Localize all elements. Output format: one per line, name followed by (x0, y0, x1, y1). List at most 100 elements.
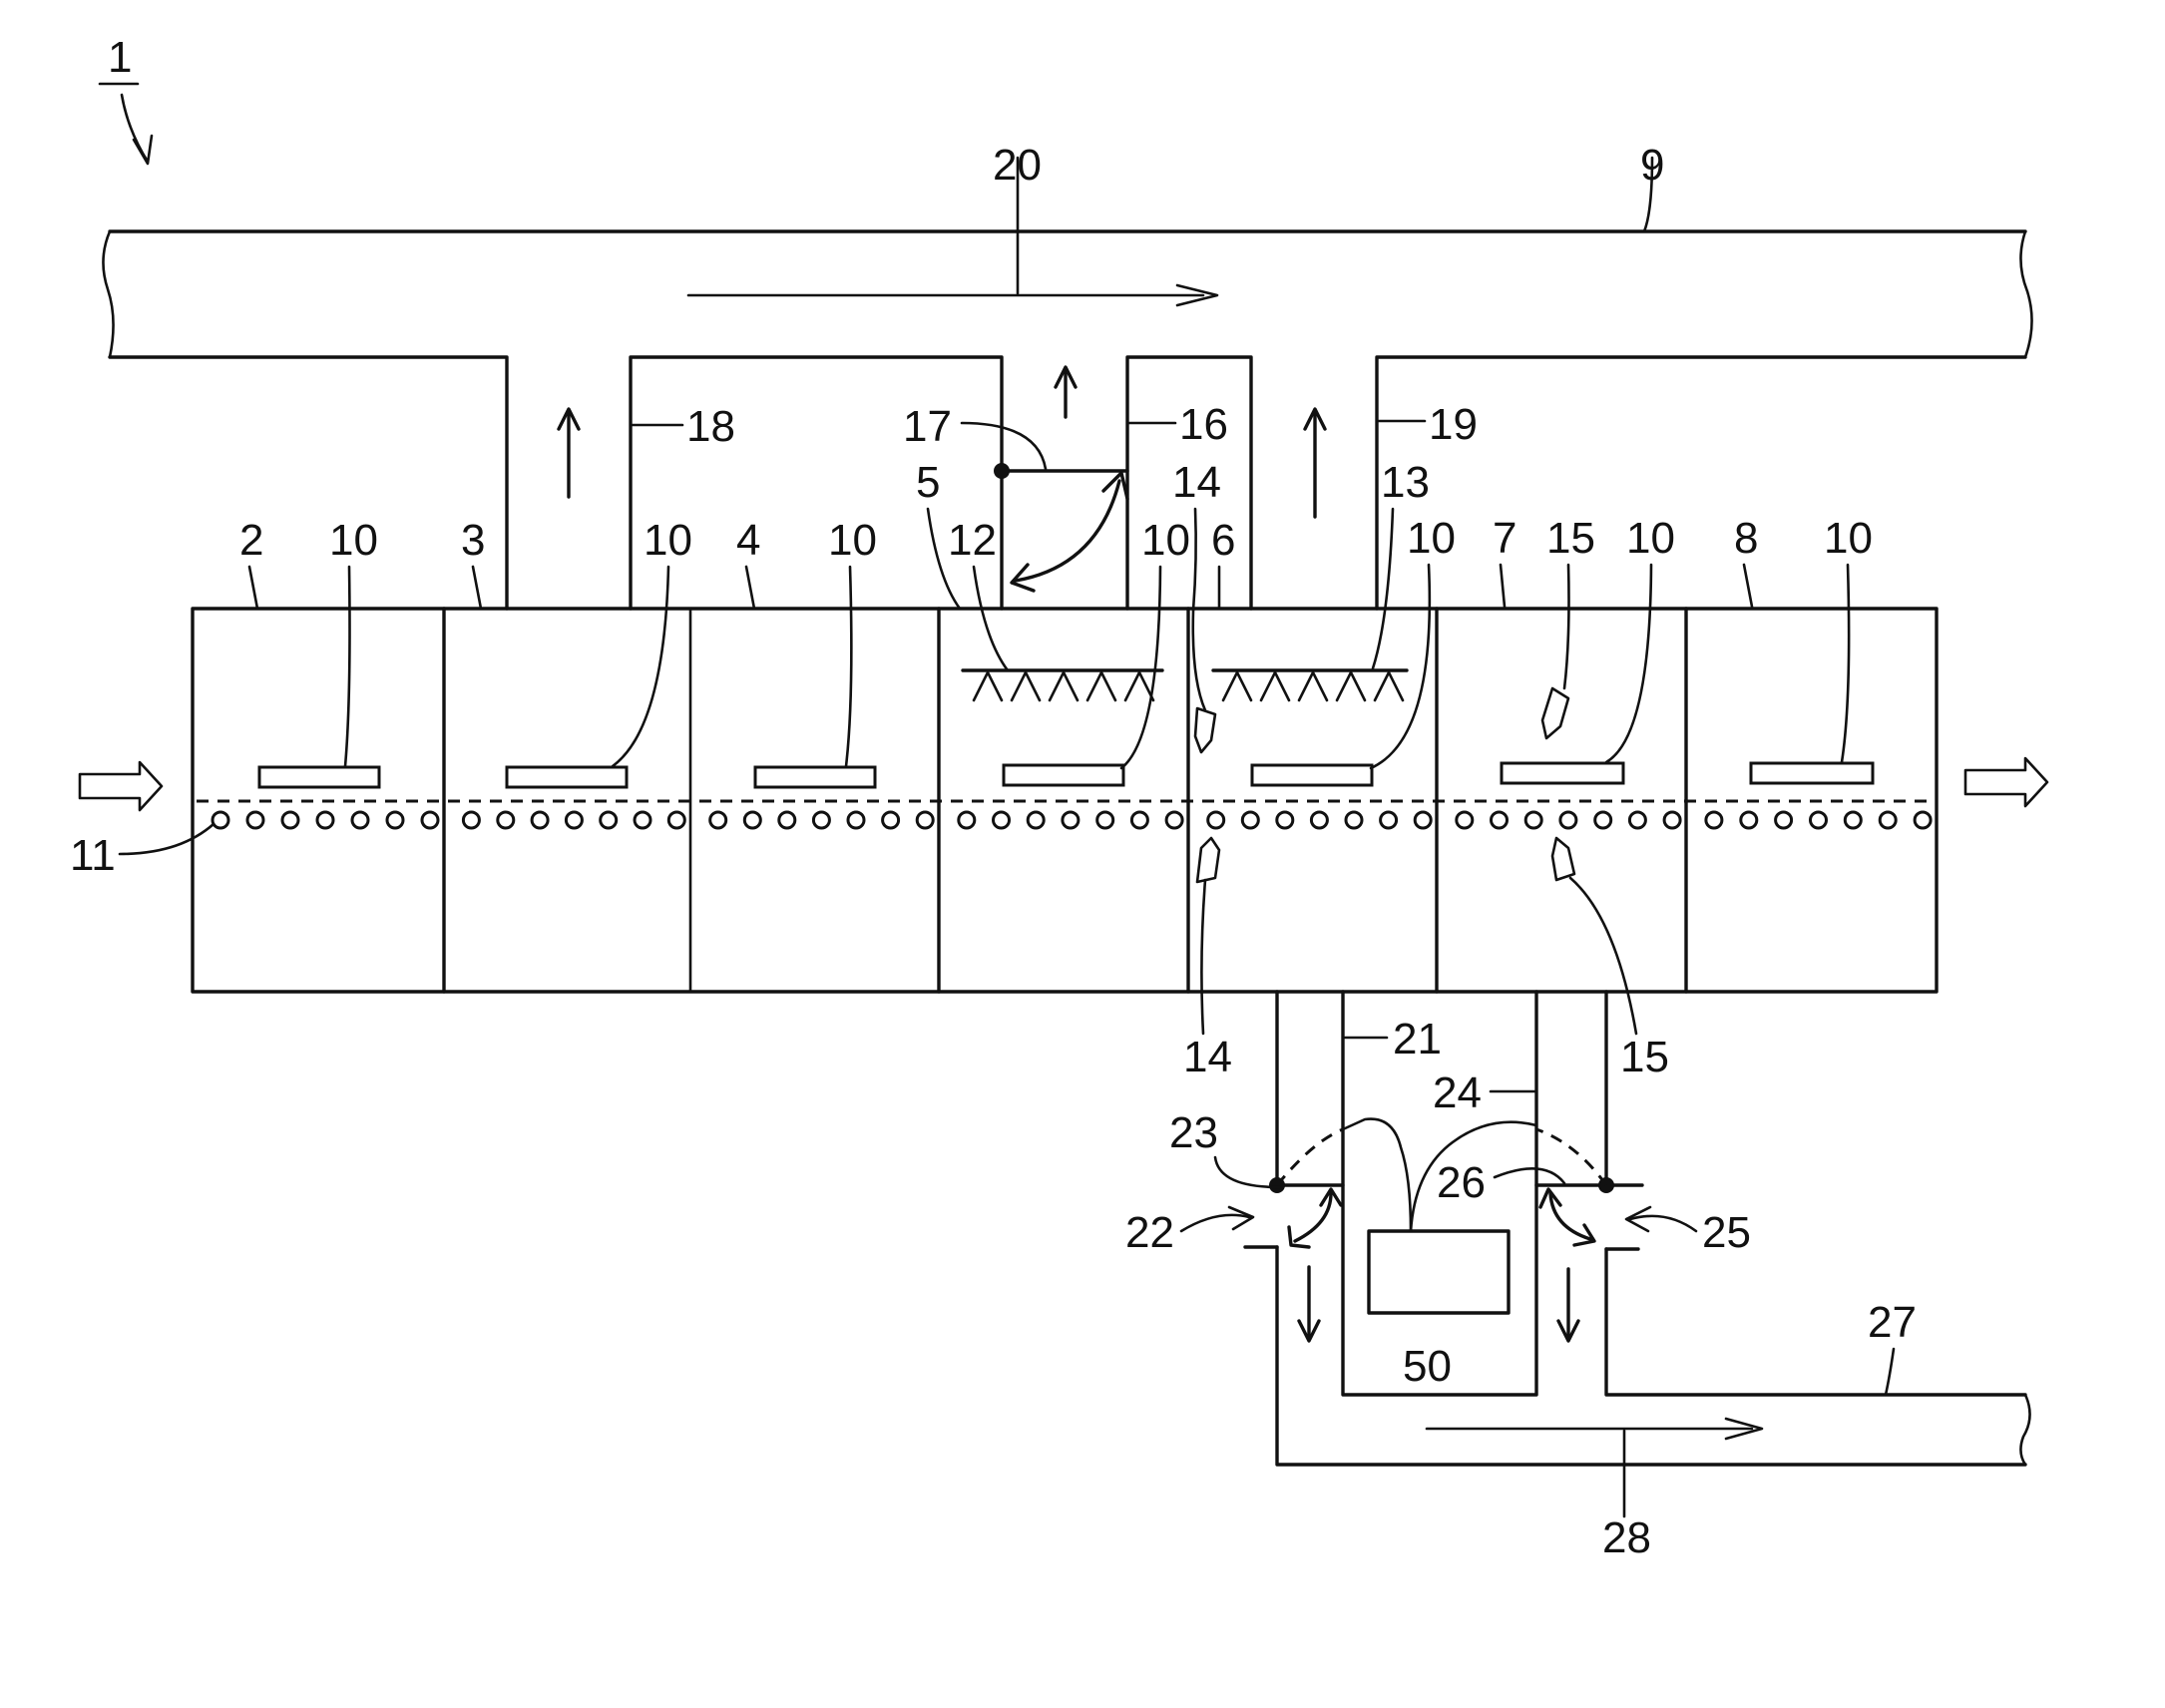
roller-6-4 (1560, 812, 1576, 828)
nozzle-15-upper (1542, 688, 1568, 738)
manifold-13-nozzle-1 (1223, 672, 1251, 700)
roller-5-7 (1415, 812, 1431, 828)
leader-11 (120, 824, 214, 854)
label-18: 18 (686, 402, 735, 451)
label-10-5: 10 (1407, 514, 1456, 563)
manifold-12-nozzle-1 (974, 672, 1002, 700)
roller-4-3 (1028, 812, 1044, 828)
label-12: 12 (948, 516, 997, 565)
leader-14-bottom (1201, 880, 1205, 1034)
label-20: 20 (993, 141, 1042, 190)
label-23: 23 (1169, 1108, 1218, 1157)
label-19: 19 (1429, 400, 1478, 449)
label-10-6: 10 (1626, 514, 1675, 563)
label-zone-7: 7 (1493, 514, 1516, 563)
workpiece-zone-6 (1252, 765, 1372, 785)
workpiece-leaders (345, 565, 1849, 768)
workpiece-zone-8 (1751, 763, 1873, 783)
label-27: 27 (1868, 1298, 1917, 1347)
roller-2-2 (498, 812, 514, 828)
roller-4-5 (1097, 812, 1113, 828)
leader-26 (1495, 1168, 1564, 1183)
label-21: 21 (1393, 1015, 1442, 1064)
roller-2-7 (668, 812, 684, 828)
leader-25 (1630, 1216, 1696, 1231)
roller-5-3 (1277, 812, 1293, 828)
leader-8 (1744, 565, 1752, 607)
label-15-bottom: 15 (1620, 1033, 1669, 1081)
manifold-12-nozzle-2 (1012, 672, 1040, 700)
label-14-top: 14 (1172, 458, 1221, 507)
duct-9-break-right (2020, 231, 2031, 357)
label-15-top: 15 (1546, 514, 1595, 563)
leader-10-e (1371, 565, 1430, 768)
duct-9-bottom-wall-mid (631, 357, 1002, 609)
figure-leader (122, 95, 148, 162)
roller-5-1 (1208, 812, 1224, 828)
duct-labels: 18 16 19 (633, 400, 1478, 451)
roller-3-3 (779, 812, 795, 828)
label-11: 11 (70, 831, 116, 880)
duct-9-bottom-wall-right (1377, 357, 2025, 609)
duct-27-outer (1277, 1247, 2025, 1465)
leader-15-bottom (1570, 878, 1636, 1034)
leader-10-b (613, 567, 668, 766)
manifold-13-nozzle-3 (1299, 672, 1327, 700)
roller-6-3 (1525, 812, 1541, 828)
oven-body (193, 609, 1937, 992)
leader-22 (1181, 1215, 1249, 1231)
leader-2 (249, 567, 257, 609)
workpiece-zone-7 (1502, 763, 1623, 783)
damper-26-open-position (1536, 1129, 1606, 1185)
roller-6-2 (1492, 812, 1508, 828)
leader-10-g (1842, 565, 1849, 762)
leader-23 (1215, 1157, 1279, 1187)
label-10-1: 10 (329, 516, 378, 565)
roller-7-7 (1915, 812, 1931, 828)
workpiece-zone-4 (755, 767, 875, 787)
nozzle-15-lower (1552, 838, 1574, 880)
roller-6-5 (1595, 812, 1611, 828)
leader-27 (1886, 1349, 1894, 1395)
roller-1-1 (213, 812, 228, 828)
exit-arrow (1965, 758, 2047, 806)
roller-6-6 (1629, 812, 1645, 828)
label-17: 17 (903, 402, 952, 451)
workpieces (259, 763, 1873, 787)
roller-1-5 (352, 812, 368, 828)
roller-5-4 (1311, 812, 1327, 828)
label-24: 24 (1433, 1068, 1482, 1117)
roller-4-4 (1063, 812, 1079, 828)
roller-3-7 (917, 812, 933, 828)
roller-4-7 (1166, 812, 1182, 828)
roller-2-3 (532, 812, 548, 828)
roller-7-5 (1845, 812, 1861, 828)
label-zone-4: 4 (736, 516, 760, 565)
roller-3-5 (848, 812, 864, 828)
figure-reference: 1 (100, 33, 152, 164)
label-10-7: 10 (1824, 514, 1873, 563)
roller-6-7 (1664, 812, 1680, 828)
leader-17 (962, 423, 1046, 469)
label-zone-6: 6 (1211, 516, 1235, 565)
label-50: 50 (1403, 1342, 1452, 1391)
label-10-2: 10 (644, 516, 692, 565)
roller-3-2 (744, 812, 760, 828)
label-13: 13 (1381, 458, 1430, 507)
label-22: 22 (1125, 1208, 1174, 1257)
roller-2-6 (635, 812, 650, 828)
roller-5-2 (1242, 812, 1258, 828)
manifold-12-nozzle-5 (1125, 672, 1153, 700)
label-10-3: 10 (828, 516, 877, 565)
leader-10-f (1606, 565, 1651, 762)
leader-15-top (1564, 565, 1569, 688)
duct-27-inner (1606, 1249, 2025, 1395)
leader-14-top-lower (1193, 611, 1205, 710)
workpiece-zone-5 (1004, 765, 1123, 785)
leader-4 (746, 567, 754, 609)
roller-4-6 (1131, 812, 1147, 828)
duct-27-break (2020, 1395, 2029, 1465)
roller-1-4 (317, 812, 333, 828)
duct-9-break-left (103, 231, 113, 357)
